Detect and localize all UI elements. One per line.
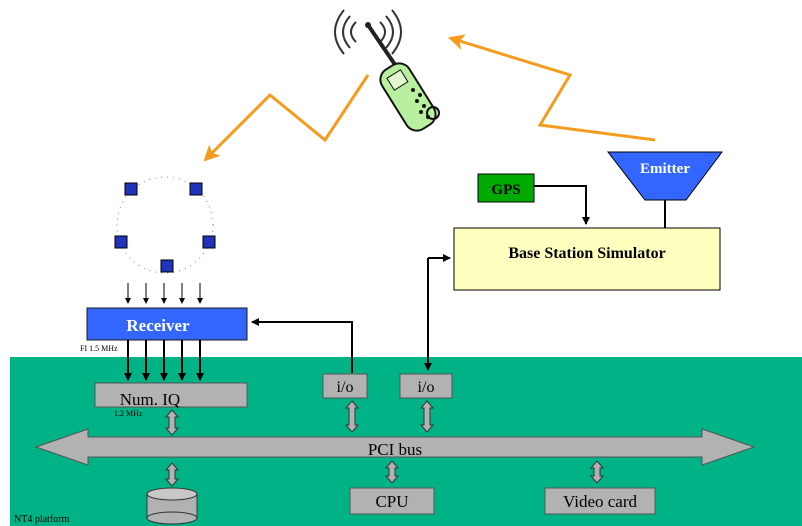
pci-bus-label: PCI bus [368,440,422,459]
bus-connectors [164,400,605,487]
receiver-output-arrows [124,340,204,381]
num-iq-label: Num. IQ [120,390,180,409]
base-station-label: Base Station Simulator [508,245,665,262]
cpu-label: CPU [375,492,408,511]
gps-to-base-station-arrow [534,185,590,225]
antenna-feed-arrows [125,283,203,304]
mobile-phone-icon [334,9,440,132]
io-left-label: i/o [337,379,354,396]
pci-bus-arrow [34,428,756,466]
downlink-signal-arrow [203,74,370,162]
video-card-label: Video card [563,492,638,511]
io-right-label: i/o [418,379,435,396]
num-iq-block [94,382,248,408]
video-card-block [544,487,656,515]
sub-frequency-label: 1.2 MHz [114,409,143,418]
emitter-block [606,151,723,201]
disk-storage-icon [146,487,198,525]
gps-block [477,173,535,203]
receiver-block [86,307,248,341]
io-to-receiver-arrow [251,318,353,373]
base-station-block [453,227,721,291]
antenna-array-icon [114,176,216,274]
uplink-signal-arrow [448,34,656,142]
receiver-label: Receiver [126,316,190,335]
fi-frequency-label: FI 1.5 MHz [80,344,118,353]
emitter-label: Emitter [640,161,690,177]
io-left-block [322,373,368,399]
cpu-block [349,487,435,515]
platform-label: NT4 platform [14,514,69,525]
gps-label: GPS [491,182,520,198]
io-right-block [399,373,453,399]
